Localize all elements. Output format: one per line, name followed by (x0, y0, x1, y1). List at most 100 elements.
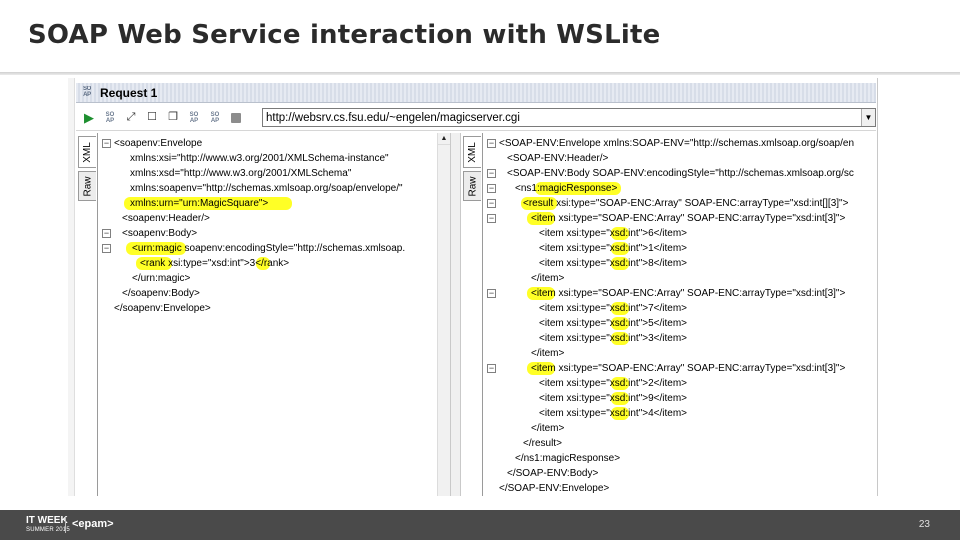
page-number: 23 (918, 519, 930, 530)
tab-raw[interactable]: Raw (78, 171, 96, 201)
code-text: xmlns:urn="urn:MagicSquare"> (130, 198, 269, 209)
scroll-up-icon[interactable]: ▲ (438, 133, 450, 145)
fold-toggle-icon[interactable]: − (487, 168, 496, 178)
code-line: xmlns:soapenv="http://schemas.xmlsoap.or… (114, 181, 436, 196)
code-text: </result> (523, 438, 562, 449)
code-text: </SOAP-ENV:Envelope> (499, 483, 610, 494)
code-text: <item xsi:type="SOAP-ENC:Array" SOAP-ENC… (531, 288, 846, 299)
highlight-marker (527, 212, 555, 225)
request-scrollbar[interactable]: ▲ (437, 133, 450, 496)
code-text: </soapenv:Envelope> (114, 303, 211, 314)
code-line: </item> (499, 421, 864, 436)
code-line: xmlns:xsi="http://www.w3.org/2001/XMLSch… (114, 151, 436, 166)
fold-toggle-icon[interactable]: − (487, 363, 496, 373)
code-line: </soapenv:Envelope> (114, 301, 436, 316)
epam-logo: <epam> (72, 518, 114, 530)
code-text: </item> (531, 423, 565, 434)
code-text: <urn:magic soapenv:encodingStyle="http:/… (132, 243, 406, 254)
fold-toggle-icon[interactable]: − (487, 183, 496, 193)
code-text: <result xsi:type="SOAP-ENC:Array" SOAP-E… (523, 198, 849, 209)
highlight-marker (611, 392, 629, 405)
code-line-highlighted: <rank xsi:type="xsd:int">3</rank> (114, 256, 436, 271)
response-fold-gutter: − − − − − − − (485, 133, 499, 496)
code-line: </result> (499, 436, 864, 451)
code-line: <soapenv:Envelope (114, 136, 436, 151)
chevron-down-icon[interactable]: ▼ (861, 109, 875, 126)
code-text: <item xsi:type="xsd:int">6</item> (539, 228, 688, 239)
stop-icon[interactable] (228, 110, 244, 126)
code-line: </urn:magic> (114, 271, 436, 286)
code-line-highlighted: <item xsi:type="xsd:int">2</item> (499, 376, 864, 391)
highlight-marker (611, 242, 629, 255)
highlight-marker (611, 377, 629, 390)
endpoint-url-select[interactable]: http://websrv.cs.fsu.edu/~engelen/magics… (262, 108, 876, 127)
code-line: </ns1:magicResponse> (499, 451, 864, 466)
response-view-tabs: XML Raw (461, 133, 483, 496)
request-view-tabs: XML Raw (76, 133, 98, 496)
code-line: </item> (499, 271, 864, 286)
code-text: </ns1:magicResponse> (515, 453, 621, 464)
soap-badge-icon: SO AP (82, 85, 92, 99)
pane-splitter[interactable] (450, 133, 461, 496)
square-icon[interactable]: ☐ (147, 111, 157, 123)
code-line: </SOAP-ENV:Body> (499, 466, 864, 481)
response-xml-editor[interactable]: <SOAP-ENV:Envelope xmlns:SOAP-ENV="http:… (499, 136, 864, 496)
code-text: <SOAP-ENV:Envelope xmlns:SOAP-ENV="http:… (499, 138, 855, 149)
code-line: <soapenv:Header/> (114, 211, 436, 226)
tab-xml[interactable]: XML (78, 136, 96, 168)
code-text: <item xsi:type="xsd:int">8</item> (539, 258, 688, 269)
code-text: <item xsi:type="xsd:int">3</item> (539, 333, 688, 344)
tab-raw[interactable]: Raw (463, 171, 481, 201)
code-text: <SOAP-ENV:Header/> (507, 153, 609, 164)
highlight-marker (136, 257, 172, 270)
fold-toggle-icon[interactable]: − (487, 138, 496, 148)
code-line-highlighted: <urn:magic soapenv:encodingStyle="http:/… (114, 241, 436, 256)
code-text: xmlns:xsd="http://www.w3.org/2001/XMLSch… (130, 168, 352, 179)
code-line-highlighted: <item xsi:type="xsd:int">1</item> (499, 241, 864, 256)
code-text: <rank xsi:type="xsd:int">3</rank> (140, 258, 290, 269)
code-line: <SOAP-ENV:Envelope xmlns:SOAP-ENV="http:… (499, 136, 864, 151)
code-text: </item> (531, 273, 565, 284)
code-line: xmlns:xsd="http://www.w3.org/2001/XMLSch… (114, 166, 436, 181)
request-titlebar: SO AP Request 1 (76, 83, 876, 103)
window-left-edge (68, 78, 75, 496)
fold-toggle-icon[interactable]: − (102, 138, 111, 148)
it-week-logo-sub: SUMMER 2015 (26, 527, 70, 533)
tab-xml-label: XML (82, 141, 93, 163)
highlight-marker (611, 407, 629, 420)
copy-icon[interactable]: ❐ (168, 111, 178, 123)
play-icon[interactable]: ▶ (84, 110, 94, 125)
highlight-marker (527, 362, 555, 375)
code-line-highlighted: <item xsi:type="xsd:int">5</item> (499, 316, 864, 331)
fold-toggle-icon[interactable]: − (102, 243, 111, 253)
tab-xml[interactable]: XML (463, 136, 481, 168)
request-title: Request 1 (100, 85, 158, 100)
tab-raw-label: Raw (82, 175, 94, 197)
fold-toggle-icon[interactable]: − (102, 228, 111, 238)
request-xml-editor[interactable]: <soapenv:Envelope xmlns:xsi="http://www.… (114, 136, 436, 316)
code-text: </item> (531, 348, 565, 359)
expand-icon[interactable]: ⤢ (126, 111, 136, 123)
code-text: <item xsi:type="SOAP-ENC:Array" SOAP-ENC… (531, 363, 846, 374)
code-line: <SOAP-ENV:Body SOAP-ENV:encodingStyle="h… (499, 166, 864, 181)
fold-toggle-icon[interactable]: − (487, 288, 496, 298)
code-text: <soapenv:Envelope (114, 138, 203, 149)
tab-xml-label: XML (467, 141, 478, 163)
endpoint-url[interactable]: http://websrv.cs.fsu.edu/~engelen/magics… (266, 111, 520, 124)
highlight-marker (126, 242, 186, 255)
code-text: <ns1:magicResponse> (515, 183, 618, 194)
fold-toggle-icon[interactable]: − (487, 213, 496, 223)
request-pane: XML Raw − − − <soapenv:Envelope xmlns:xs… (76, 133, 450, 496)
code-line: </soapenv:Body> (114, 286, 436, 301)
code-text: <soapenv:Body> (122, 228, 198, 239)
highlight-marker (521, 197, 557, 210)
fold-toggle-icon[interactable]: − (487, 198, 496, 208)
highlight-marker (611, 227, 629, 240)
code-line: <soapenv:Body> (114, 226, 436, 241)
code-text: <item xsi:type="xsd:int">9</item> (539, 393, 688, 404)
code-line-highlighted: <item xsi:type="xsd:int">6</item> (499, 226, 864, 241)
code-text: <item xsi:type="xsd:int">2</item> (539, 378, 688, 389)
